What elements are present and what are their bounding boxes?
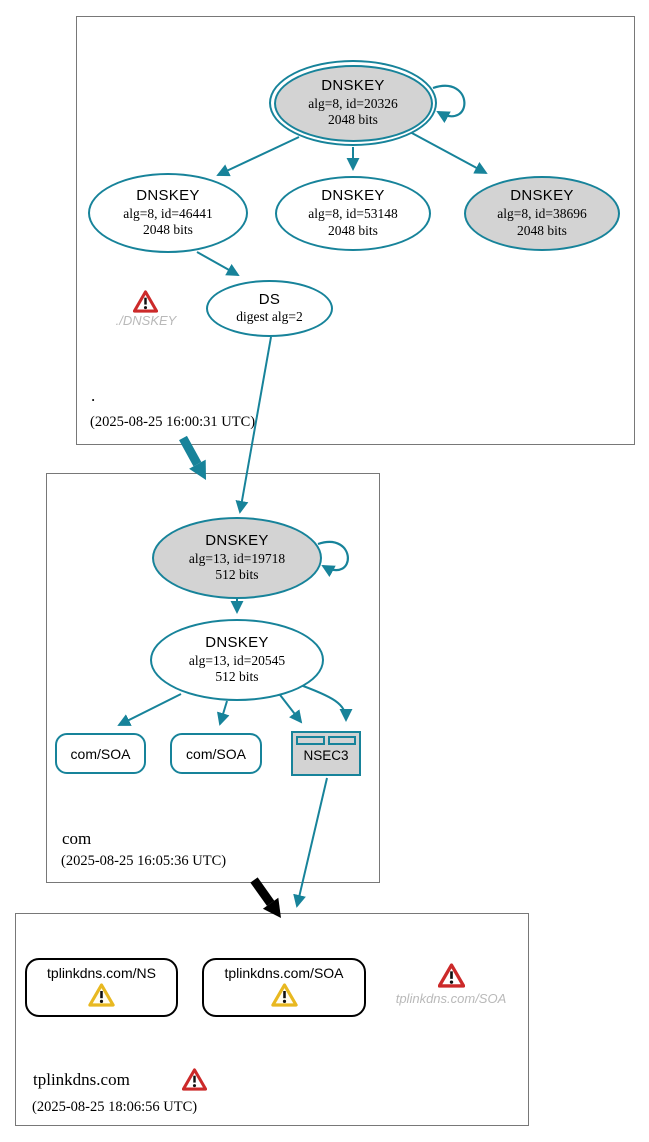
edge-com-ksk-selfloop — [317, 540, 349, 578]
edge-root-ksk-selfloop — [432, 84, 466, 124]
node-title: DNSKEY — [321, 76, 385, 94]
edge-com-zsk-to-nsec3-right — [294, 682, 353, 722]
warning-icon[interactable] — [437, 963, 466, 993]
edge-root-ksk-to-zsk1 — [216, 136, 300, 177]
node-title: DNSKEY — [321, 187, 385, 205]
zone-name-tplinkdns: tplinkdns.com — [33, 1069, 130, 1089]
node-tplinkdns-soa[interactable]: tplinkdns.com/SOA — [202, 958, 366, 1017]
zone-timestamp-root: (2025-08-25 16:00:31 UTC) — [90, 414, 256, 430]
warning-icon[interactable] — [181, 1068, 207, 1091]
edge-com-zsk-to-soa2 — [216, 700, 230, 726]
ksk-inner-ring — [273, 64, 433, 142]
edge-nsec3-to-tplinkdns — [293, 777, 328, 908]
edge-com-to-tplinkdns-delegation — [250, 877, 275, 906]
edge-ds-to-com-ksk — [235, 336, 272, 514]
ghost-label-tplinkdns-soa: tplinkdns.com/SOA — [395, 991, 507, 1006]
edge-com-zsk-to-soa1 — [117, 693, 182, 726]
node-bits: 2048 bits — [328, 112, 378, 128]
warning-icon[interactable] — [132, 290, 159, 318]
node-tplinkdns-ns[interactable]: tplinkdns.com/NS — [25, 958, 178, 1017]
node-bits: 512 bits — [215, 567, 259, 583]
rrset-label: tplinkdns.com/NS — [47, 965, 156, 981]
node-title: DNSKEY — [205, 531, 269, 549]
ghost-label-root-dnskey: ./DNSKEY — [115, 313, 177, 328]
node-root-zsk-46441[interactable]: DNSKEY alg=8, id=46441 2048 bits — [88, 173, 248, 253]
node-alg-id: alg=13, id=19718 — [188, 550, 286, 566]
zone-timestamp-com: (2025-08-25 16:05:36 UTC) — [61, 853, 227, 869]
node-digest-alg: digest alg=2 — [236, 309, 303, 325]
node-com-soa-2[interactable]: com/SOA — [170, 733, 262, 774]
node-com-zsk[interactable]: DNSKEY alg=13, id=20545 512 bits — [150, 619, 324, 701]
edge-com-to-tplinkdns-delegation-arrowhead — [262, 897, 281, 918]
zone-name-com: com — [62, 829, 92, 848]
nsec3-cell — [327, 736, 356, 745]
warning-icon[interactable] — [270, 983, 298, 1010]
edge-root-ksk-to-zsk3 — [409, 131, 488, 174]
node-title: DNSKEY — [205, 633, 269, 651]
rrset-label: tplinkdns.com/SOA — [224, 965, 344, 981]
edge-com-zsk-to-nsec3-left — [276, 690, 303, 724]
node-root-zsk-53148[interactable]: DNSKEY alg=8, id=53148 2048 bits — [275, 176, 431, 251]
node-alg-id: alg=8, id=46441 — [123, 205, 213, 221]
edge-root-to-com-delegation-arrowhead — [189, 459, 206, 480]
rrset-label: com/SOA — [70, 745, 131, 762]
node-nsec3[interactable]: NSEC3 — [291, 731, 361, 776]
warning-icon[interactable] — [88, 983, 115, 1010]
node-alg-id: alg=8, id=38696 — [497, 206, 587, 221]
node-bits: 512 bits — [215, 669, 259, 685]
node-bits: 2048 bits — [328, 222, 378, 238]
rrset-label: com/SOA — [186, 745, 246, 762]
node-title: DNSKEY — [136, 186, 200, 204]
node-com-ksk[interactable]: DNSKEY alg=13, id=19718 512 bits — [152, 517, 322, 599]
node-bits: 2048 bits — [517, 222, 567, 238]
node-alg-id: alg=8, id=53148 — [308, 206, 398, 221]
node-alg-id: alg=13, id=20545 — [188, 652, 286, 668]
zone-timestamp-tplinkdns: (2025-08-25 18:06:56 UTC) — [32, 1099, 198, 1115]
node-ds[interactable]: DS digest alg=2 — [206, 280, 333, 337]
nsec3-label: NSEC3 — [303, 748, 349, 763]
node-alg-id: alg=8, id=20326 — [308, 95, 398, 111]
node-title: DNSKEY — [510, 187, 574, 205]
nsec3-cells — [296, 736, 356, 745]
node-bits: 2048 bits — [143, 222, 193, 238]
node-com-soa-1[interactable]: com/SOA — [55, 733, 146, 774]
node-root-zsk-38696[interactable]: DNSKEY alg=8, id=38696 2048 bits — [464, 176, 620, 251]
edge-root-to-com-delegation — [179, 435, 202, 467]
node-title: DS — [258, 290, 281, 308]
nsec3-cell — [296, 736, 325, 745]
edge-zsk1-to-ds — [196, 251, 240, 276]
zone-name-root: . — [91, 386, 96, 405]
node-root-ksk[interactable]: DNSKEY alg=8, id=20326 2048 bits — [269, 60, 437, 146]
zone-box-tplinkdns — [15, 913, 529, 1126]
